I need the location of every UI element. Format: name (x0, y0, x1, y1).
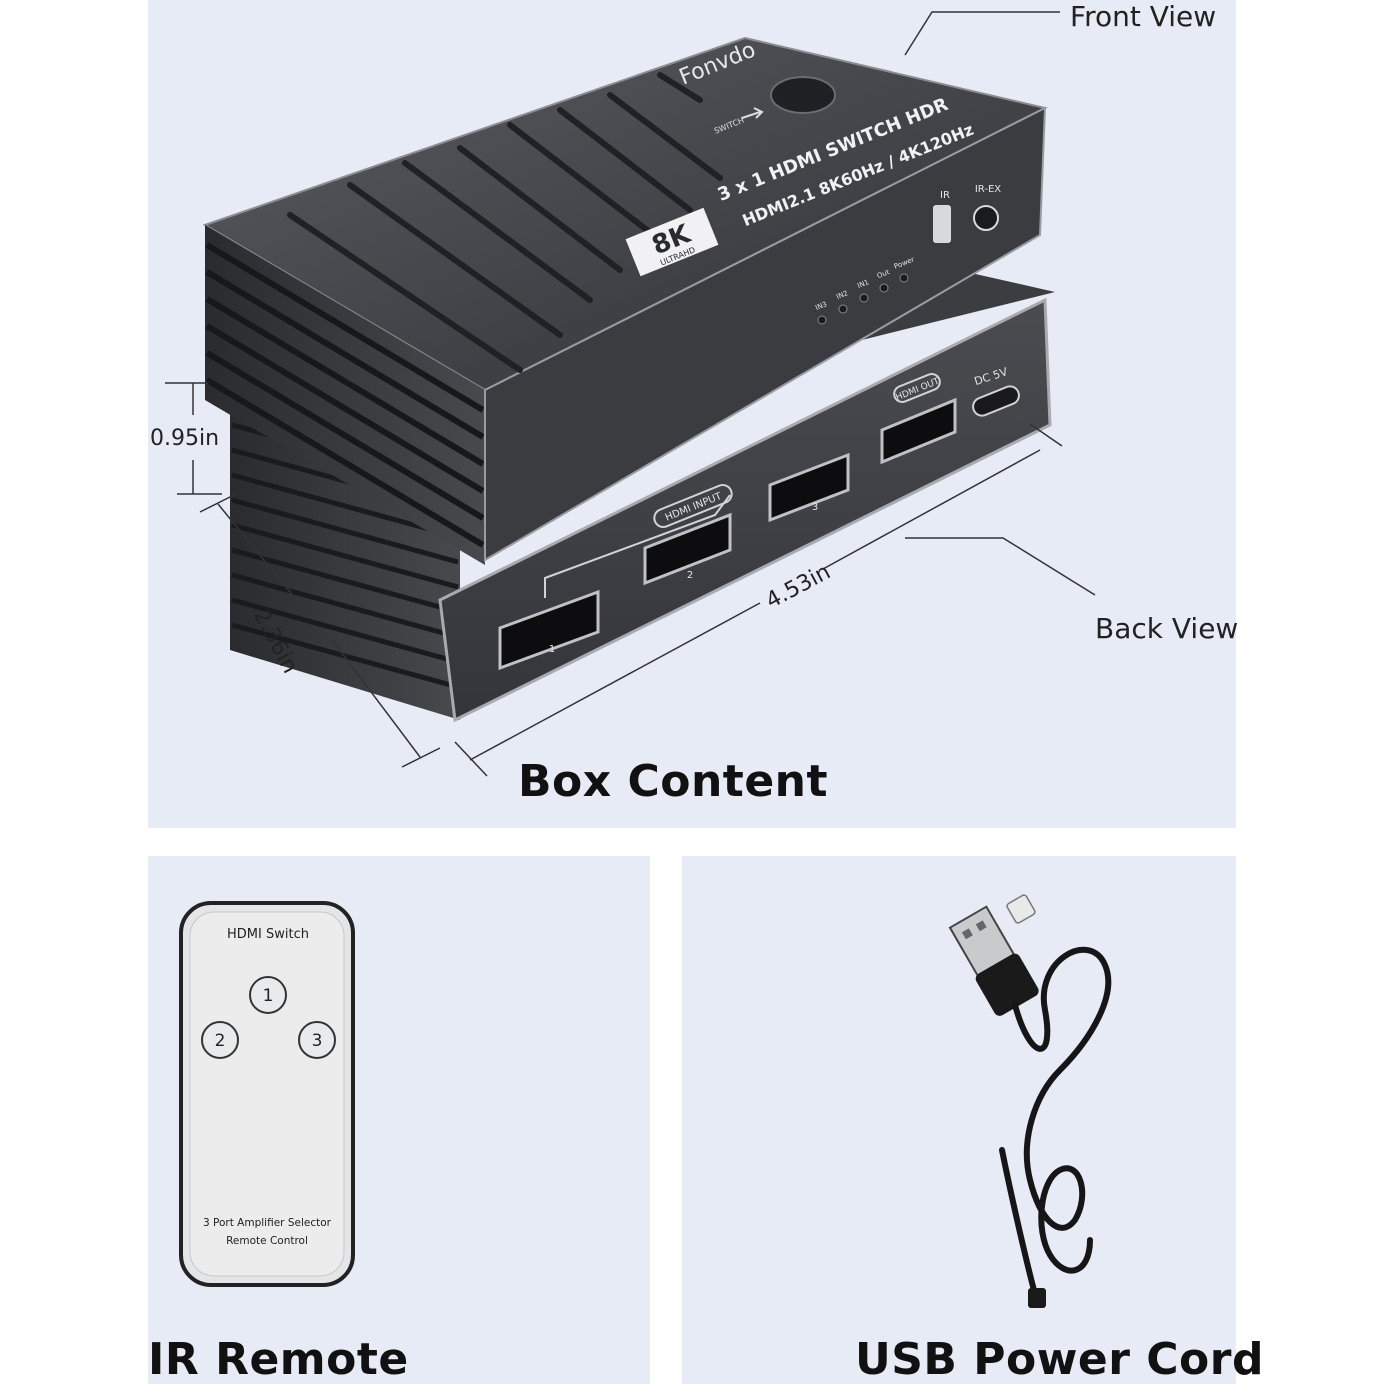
led-in1 (859, 293, 869, 303)
box-content-caption: Box Content (518, 756, 829, 807)
ir-ex-label: IR-EX (975, 184, 1001, 195)
front-device (202, 36, 1048, 565)
led-out (879, 283, 889, 293)
svg-text:2: 2 (215, 1031, 226, 1051)
hdmi-input-port-2 (643, 512, 732, 586)
usb-power-cord-illustration (948, 894, 1112, 1308)
usb-a-plug (948, 905, 1039, 1016)
remote-button-1[interactable]: 1 (249, 976, 287, 1014)
usb-c-power-port (972, 385, 1020, 417)
led-label-in3: IN3 (814, 300, 828, 312)
port-number-3: 3 (812, 502, 818, 513)
remote-button-2[interactable]: 2 (201, 1021, 239, 1059)
led-in2 (838, 304, 848, 314)
led-in3 (817, 315, 827, 325)
ir-remote-caption: IR Remote (148, 1334, 409, 1385)
back-view-label: Back View (1095, 612, 1239, 645)
svg-text:1: 1 (263, 986, 274, 1006)
dimension-lines (165, 11, 1096, 777)
port-number-2: 2 (687, 570, 693, 581)
front-view-label: Front View (1070, 0, 1217, 33)
hdmi-input-port-1 (498, 589, 600, 671)
usb-power-cord-caption: USB Power Cord (855, 1334, 1264, 1385)
svg-text:3: 3 (312, 1031, 323, 1051)
hdmi-switch-illustration: HDMI INPUT HDMI OUT DC 5V 1 2 3 (165, 11, 1096, 777)
remote-footer-line2: Remote Control (226, 1235, 308, 1247)
led-power (899, 273, 909, 283)
remote-button-3[interactable]: 3 (298, 1021, 336, 1059)
ir-receiver-window (933, 205, 951, 243)
ir-ex-jack (973, 205, 999, 231)
ir-label: IR (940, 190, 950, 201)
remote-footer-line1: 3 Port Amplifier Selector (203, 1217, 332, 1229)
port-number-1: 1 (549, 644, 555, 655)
remote-title: HDMI Switch (227, 927, 309, 942)
height-dimension: 0.95in (150, 426, 220, 451)
led-label-in1: IN1 (856, 278, 870, 290)
hdmi-input-port-3 (768, 452, 850, 523)
led-indicators (817, 273, 909, 325)
hdmi-output-port (880, 397, 957, 465)
led-label-in2: IN2 (835, 289, 849, 301)
ir-remote-illustration: HDMI Switch 1 2 3 3 Port Amplifier Selec… (179, 901, 355, 1287)
